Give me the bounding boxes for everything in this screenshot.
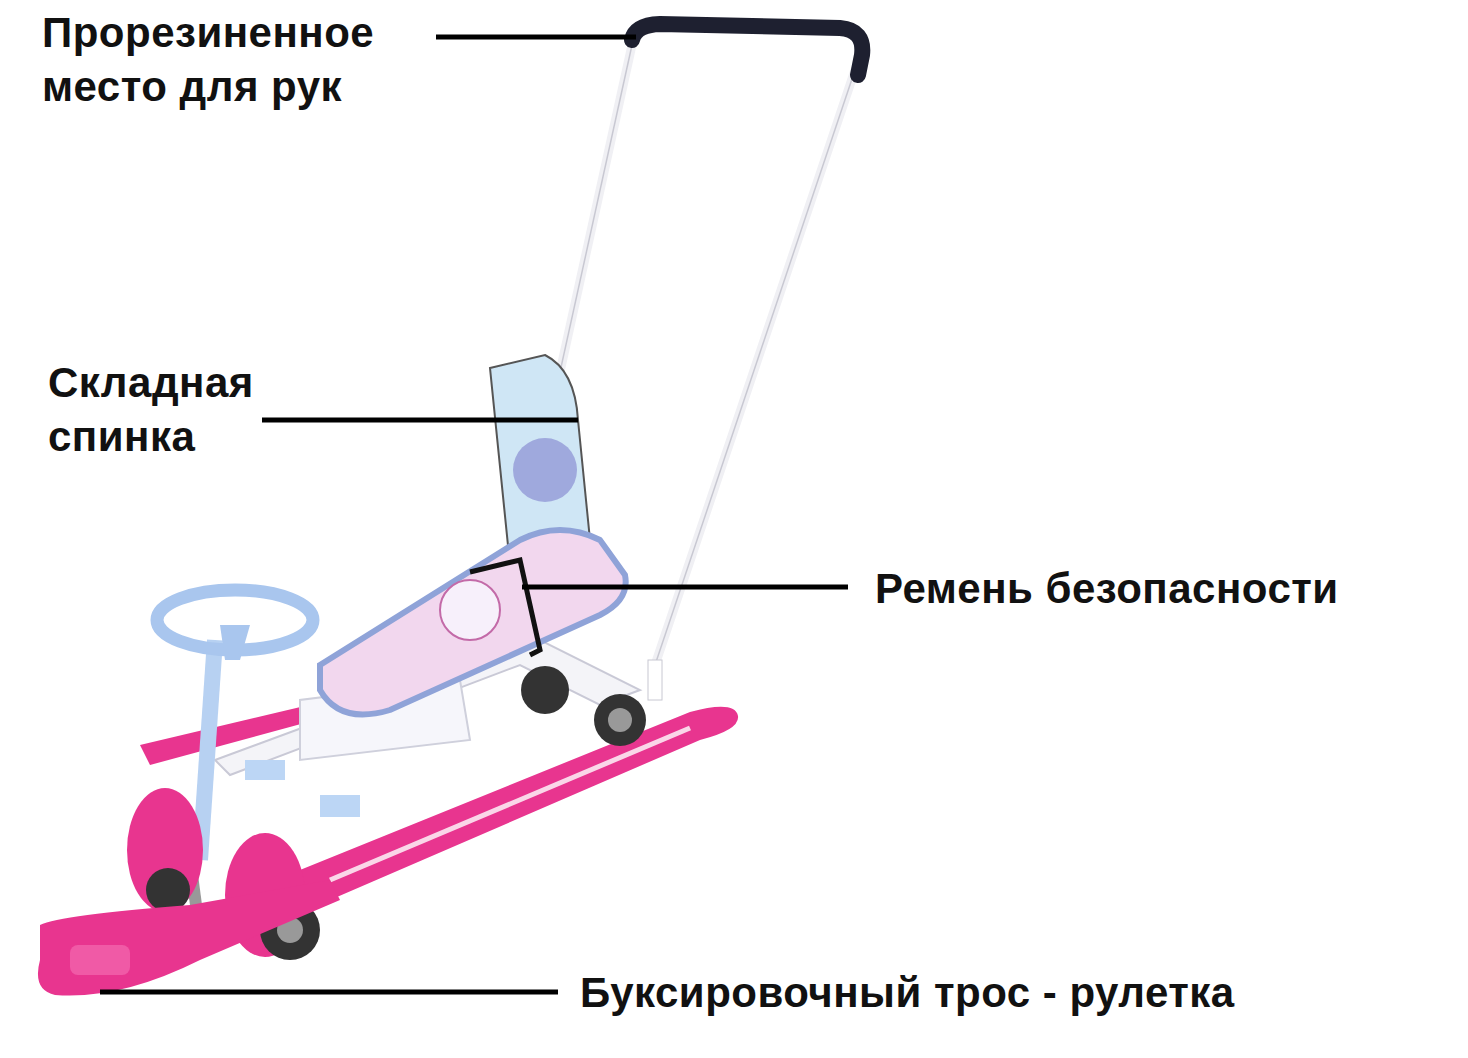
handle-rod (655, 70, 855, 665)
front-ski (38, 880, 340, 996)
leader-line (262, 418, 578, 423)
handle-clamp (648, 660, 662, 700)
seat (320, 530, 626, 715)
seat-print (440, 580, 500, 640)
wheel (521, 666, 569, 714)
callout-label: Складная спинка (48, 356, 288, 464)
tow-rope-reel (70, 945, 130, 975)
wheel-fender (127, 788, 203, 912)
steering-column (200, 640, 215, 860)
callout-label: Буксировочный трос - рулетка (580, 966, 1440, 1020)
wheel (594, 694, 646, 746)
callout-label: Прорезиненное место для рук (42, 6, 432, 114)
wheel (146, 868, 190, 912)
pedal (245, 760, 285, 780)
wheel-hub (608, 708, 632, 732)
steering-hub (220, 625, 250, 660)
rubber-grip (632, 24, 862, 75)
pedal (320, 795, 360, 817)
leader-line (100, 990, 558, 995)
backrest-print (513, 438, 577, 502)
handle-rod-edge (655, 70, 855, 665)
leader-line (436, 35, 636, 40)
safety-belt (470, 560, 540, 655)
callout-label: Ремень безопасности (875, 562, 1435, 616)
leader-line (522, 585, 848, 590)
